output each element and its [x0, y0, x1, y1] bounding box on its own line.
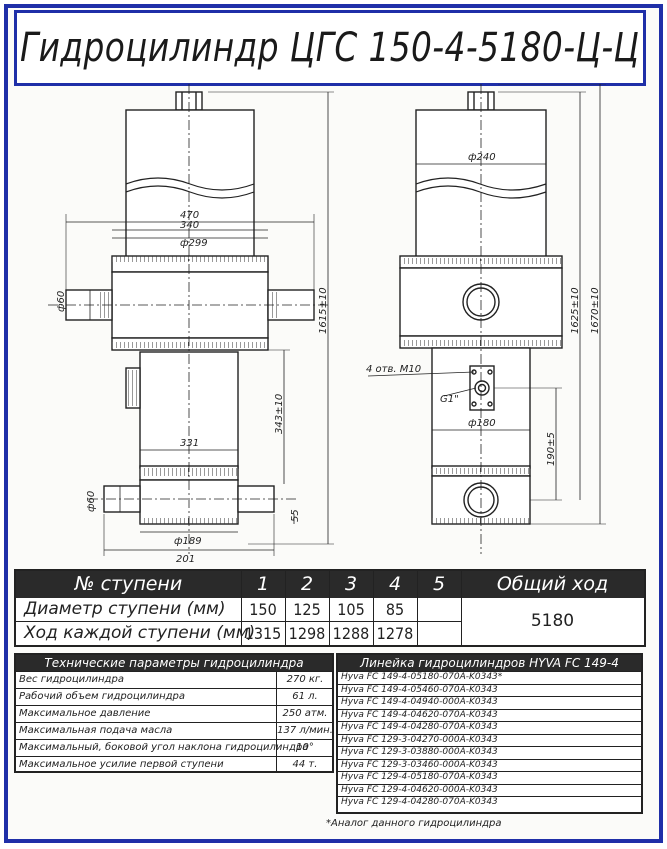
param-row: Максимальный, боковой угол наклона гидро…: [16, 739, 332, 756]
param-row: Максимальная подача масла 137 л/мин.: [16, 722, 333, 739]
total-stroke-header: Общий ход: [496, 573, 609, 595]
diameter-stage-2: 125: [293, 600, 321, 619]
dim-g1: G1": [440, 394, 459, 405]
stages-header-label: № ступени: [74, 573, 183, 595]
side-dimensions: ф240 4 отв. М10 G1" ф180 190±5 1625±10 1…: [366, 152, 601, 466]
param-value: 44 т.: [276, 757, 333, 773]
param-label: Рабочий объем гидроцилиндра: [19, 691, 186, 702]
stage-number-5: 5: [432, 573, 446, 595]
lineup-item: Hyva FC 149-4-04620-070A-K0343: [338, 708, 641, 722]
stroke-stage-5: [419, 622, 459, 645]
tech-params-title: Технические параметры гидроцилиндра: [16, 655, 332, 671]
stroke-stage-3: 1288: [332, 624, 370, 643]
stage-number-1: 1: [256, 573, 270, 595]
diameter-stage-4: 85: [385, 600, 405, 619]
lineup-item: Hyva FC 129-4-04620-000A-K0343: [338, 783, 641, 797]
dim-340: 340: [180, 220, 199, 231]
lineup-item: Hyva FC 149-4-04280-070A-K0343: [338, 721, 641, 734]
dim-d60-bottom: ф60: [86, 491, 97, 512]
dim-190: 190±5: [546, 432, 557, 466]
diameter-stage-1: 150: [249, 600, 277, 619]
stroke-row-label: Ход каждой ступени (мм): [24, 623, 256, 643]
param-value: 137 л/мин.: [276, 723, 333, 739]
stroke-stage-2: 1298: [288, 624, 326, 643]
dim-201: 201: [176, 554, 195, 565]
page-title: Гидроцилиндр ЦГС 150-4-5180-Ц-Ц: [20, 25, 640, 71]
dim-470: 470: [180, 210, 199, 221]
title-box: Гидроцилиндр ЦГС 150-4-5180-Ц-Ц: [14, 10, 646, 86]
param-value: 250 атм.: [276, 706, 333, 722]
lineup-table: Линейка гидроцилиндров HYVA FC 149-4 Hyv…: [336, 653, 643, 814]
stage-number-4: 4: [388, 573, 402, 595]
diameter-stage-5: [419, 598, 459, 621]
stroke-stage-4: 1278: [376, 624, 414, 643]
stages-header: № ступени 1 2 3 4 5 Общий ход: [16, 571, 644, 598]
dim-d180: ф180: [468, 418, 496, 429]
param-value: 61 л.: [276, 689, 333, 705]
dim-d60-top: ф60: [56, 291, 67, 312]
lineup-item: Hyva FC 149-4-05180-070A-K0343*: [338, 671, 641, 684]
param-value: 270 кг.: [276, 672, 333, 688]
param-value: 10°: [276, 740, 333, 756]
dim-d189: ф189: [174, 536, 202, 547]
lineup-item: Hyva FC 129-3-03880-000A-K0343: [338, 746, 641, 759]
stage-number-2: 2: [300, 573, 314, 595]
front-view: [48, 84, 334, 556]
dim-331: 331: [180, 438, 199, 449]
dim-holes: 4 отв. М10: [366, 364, 421, 375]
param-row: Максимальное усилие первой ступени 44 т.: [16, 756, 332, 773]
lineup-item: Hyva FC 129-4-04280-070A-K0343: [338, 796, 641, 809]
lineup-item: Hyva FC 129-3-04270-000A-K0343: [338, 733, 641, 747]
dim-55: 55: [290, 509, 301, 522]
side-view: [367, 84, 606, 554]
stage-number-3: 3: [344, 573, 358, 595]
tech-params-table: Технические параметры гидроцилиндра Вес …: [14, 653, 334, 773]
dim-1615: 1615±10: [318, 287, 329, 334]
dim-d240: ф240: [468, 152, 496, 163]
lineup-item: Hyva FC 149-4-04940-000A-K0343: [338, 696, 641, 709]
diameter-row-label: Диаметр ступени (мм): [24, 599, 226, 619]
param-label: Максимальное давление: [19, 708, 151, 719]
lineup-item: Hyva FC 129-3-03460-000A-K0343: [338, 758, 641, 772]
param-row: Максимальное давление 250 атм.: [16, 705, 332, 722]
lineup-title: Линейка гидроцилиндров HYVA FC 149-4: [338, 655, 641, 671]
dim-1625: 1625±10: [570, 287, 581, 334]
dim-1670: 1670±10: [590, 287, 601, 334]
dim-d299: ф299: [180, 238, 208, 249]
param-label: Максимальное усилие первой ступени: [19, 759, 224, 770]
param-row: Вес гидроцилиндра 270 кг.: [16, 671, 332, 688]
stages-table: № ступени 1 2 3 4 5 Общий ход Диаметр ст…: [14, 569, 646, 647]
param-row: Рабочий объем гидроцилиндра 61 л.: [16, 688, 332, 705]
param-label: Максимальный, боковой угол наклона гидро…: [19, 742, 309, 753]
total-stroke-value: 5180: [530, 611, 575, 631]
dim-343: 343±10: [274, 394, 285, 434]
lineup-item: Hyva FC 129-4-05180-070A-K0343: [338, 771, 641, 784]
footnote: *Аналог данного гидроцилиндра: [326, 818, 502, 829]
param-label: Вес гидроцилиндра: [19, 674, 124, 685]
technical-drawing: 470 340 ф299 ф60 1615±10 343±10 331 ф60 …: [48, 84, 606, 565]
diameter-stage-3: 105: [337, 600, 365, 619]
param-label: Максимальная подача масла: [19, 725, 173, 736]
stroke-stage-1: 1315: [244, 624, 282, 643]
front-dimensions: 470 340 ф299 ф60 1615±10 343±10 331 ф60 …: [56, 210, 329, 565]
lineup-item: Hyva FC 149-4-05460-070A-K0343: [338, 683, 641, 697]
